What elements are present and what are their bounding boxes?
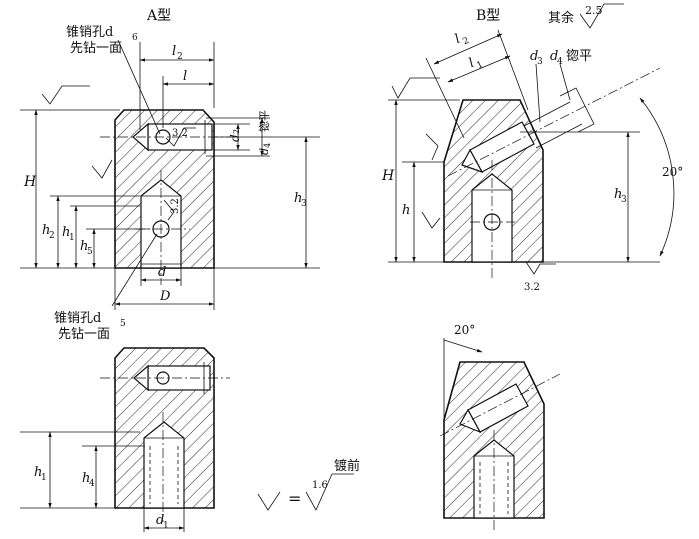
b-label-h: h [402, 203, 410, 218]
a-label-H: H [23, 174, 37, 190]
a-leader-d5 [111, 233, 158, 307]
b-label-d3: d [530, 49, 538, 64]
b-label-d4-sub: 4 [557, 57, 563, 67]
b-label-l2-sub: 2 [461, 36, 470, 47]
a-label-h1: h [62, 225, 70, 240]
b-label-H: H [381, 168, 395, 184]
legend-roughness: 1.6 [312, 480, 328, 491]
b-type-lower-view: 20° [439, 323, 561, 532]
a-label-d4-sub: 4 [263, 143, 272, 148]
a-type-view: A型 H h 2 h 1 h 5 h [20, 8, 320, 342]
a-label-h3: h [294, 191, 302, 206]
a-label-h2-sub: 2 [49, 231, 55, 241]
legend-note: 镀前 [334, 458, 360, 474]
a-label-dowel-bot: 锥销孔d [54, 311, 101, 326]
b-roughness-side-symbol [421, 211, 441, 229]
a-leader-d6 [117, 39, 161, 135]
b-dim-l1 [447, 55, 511, 83]
a-roughness-hole-symbol [165, 127, 196, 147]
legend-symbol-left [257, 491, 281, 511]
b-type-view: B型 其余 2.5 H h h 3 l 2 [381, 3, 683, 293]
a-type-lower-view: h 1 h 4 d 1 [20, 347, 230, 532]
b-note-roughness-symbol [579, 3, 624, 29]
b-label-angle: 20° [662, 165, 683, 179]
a-label-spotface: 锪平 [258, 110, 271, 132]
a-lower-label-h4: h [82, 471, 90, 486]
b-type-title: B型 [476, 8, 500, 24]
a-label-D: D [159, 289, 171, 304]
a-label-d2-sub: 2 [232, 129, 241, 134]
a-roughness-top-symbol [41, 85, 90, 105]
a-label-roughness-a: 3.2 [172, 128, 188, 139]
a-label-h5-sub: 5 [87, 247, 93, 257]
a-type-title: A型 [146, 8, 171, 24]
a-lower-label-d1: d [156, 513, 164, 528]
b-ext-l2-b [497, 29, 529, 111]
b-leader-d3 [535, 63, 541, 123]
b-label-spotface: 锪平 [566, 48, 592, 64]
a-lower-label-h1: h [34, 465, 42, 480]
legend-symbol-right [305, 473, 354, 511]
b-note-roughness: 2.5 [585, 4, 603, 17]
b-angle-arc [639, 97, 675, 257]
b-roughness-hole-symbol [425, 133, 439, 161]
a-label-dowel-top-sub: 6 [132, 33, 138, 43]
a-label-l2: l [172, 44, 176, 59]
b-label-h3: h [614, 187, 622, 202]
a-lower-thread-hole [143, 421, 185, 509]
a-label-dowel-top-note: 先钻一面 [70, 41, 122, 56]
b-label-l1-sub: 1 [475, 60, 484, 71]
b-label-h3-sub: 3 [621, 195, 627, 205]
a-label-h1-sub: 1 [69, 233, 75, 243]
a-label-h2: h [42, 223, 50, 238]
a-label-h5: h [80, 239, 88, 254]
b-hole-ext-a [523, 101, 571, 127]
b-label-roughness: 3.2 [524, 282, 540, 293]
b-label-d4: d [550, 49, 558, 64]
b-label-l1: l [467, 56, 477, 71]
a-label-dowel-bot-note: 先钻一面 [58, 327, 110, 342]
b-roughness-bottom-symbol [525, 261, 556, 275]
b-lower-label-angle: 20° [454, 323, 475, 337]
a-lower-label-d1-sub: 1 [163, 521, 169, 531]
a-label-d2: d [228, 134, 242, 142]
b-dim-l2 [433, 33, 503, 65]
a-label-roughness-b: 3.2 [170, 198, 181, 214]
b-ext-l2-a [425, 57, 465, 139]
b-angled-centerline [447, 67, 661, 177]
a-label-d4: d [258, 148, 271, 155]
b-leader-d4 [559, 63, 571, 101]
b-hole-ext-b [535, 123, 583, 149]
b-label-d3-sub: 3 [537, 57, 543, 67]
a-label-h3-sub: 3 [301, 199, 307, 209]
legend: = 1.6 镀前 [257, 458, 360, 511]
a-lower-label-h4-sub: 4 [89, 479, 95, 489]
a-label-dowel-bot-sub: 5 [120, 319, 126, 329]
b-roughness-top-symbol [391, 77, 440, 99]
a-label-l2-sub: 2 [177, 52, 183, 62]
b-label-l2: l [453, 32, 463, 47]
b-lower-angle-leader [443, 339, 483, 353]
b-note-prefix: 其余 [548, 10, 574, 26]
legend-equals: = [288, 489, 301, 508]
a-label-l: l [183, 69, 187, 84]
a-lower-label-h1-sub: 1 [41, 473, 47, 483]
a-label-d: d [158, 265, 166, 280]
a-roughness-side-symbol [91, 159, 113, 179]
b-lower-angled-centerline [439, 373, 561, 437]
a-label-dowel-top: 锥销孔d [66, 25, 113, 40]
a-roughness-vhole-symbol [163, 199, 175, 221]
b-lower-angled-hole-tip [459, 408, 482, 434]
